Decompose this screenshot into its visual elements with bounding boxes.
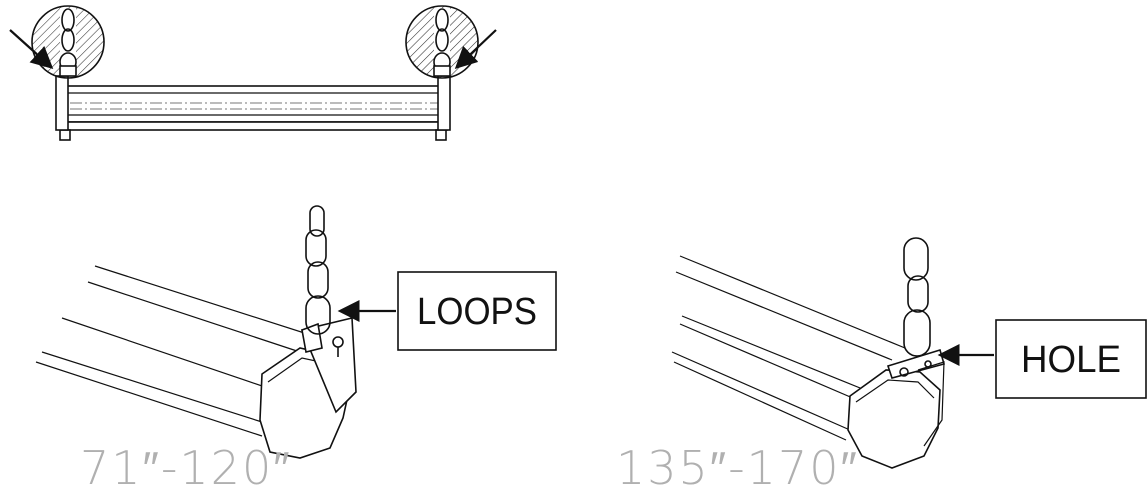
loops-callout: LOOPS (337, 271, 557, 351)
top-bar (55, 75, 451, 141)
size-range-left: 71″-120″ (80, 441, 292, 491)
right-chain (903, 237, 931, 357)
left-chain-detail (31, 5, 105, 79)
size-range-right: 135″-170″ (616, 441, 859, 491)
hole-callout: HOLE (937, 319, 1147, 399)
top-view (9, 5, 497, 141)
right-perspective-view (671, 237, 945, 469)
left-detail-arrow (9, 29, 54, 69)
left-perspective-view (35, 205, 357, 459)
loops-label: LOOPS (417, 291, 537, 333)
hole-label: HOLE (1021, 339, 1121, 381)
left-chain (305, 205, 331, 335)
right-detail-arrow (454, 29, 497, 70)
right-chain-detail (405, 5, 479, 79)
